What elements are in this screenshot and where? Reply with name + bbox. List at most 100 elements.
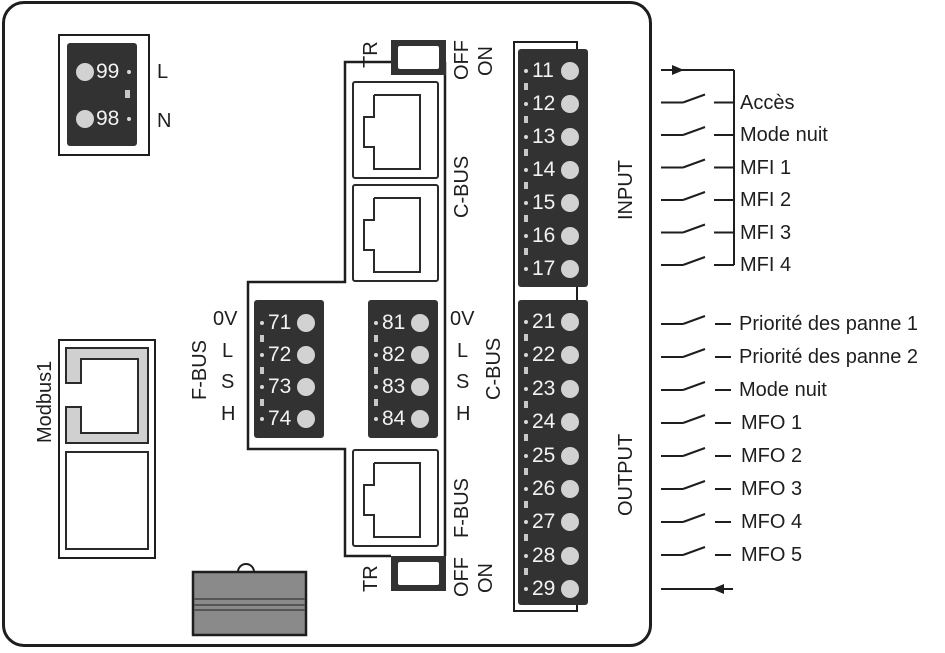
input-terminal-13[interactable]: 13 (518, 122, 588, 156)
input-terminal-17[interactable]: 17 (518, 254, 588, 284)
terminal-dot (524, 453, 528, 458)
power-signal-l: L (157, 61, 169, 83)
terminal-dot (524, 69, 528, 73)
screw-icon (297, 314, 315, 332)
rj45-socket-icon (363, 197, 421, 273)
screw-icon (561, 480, 579, 498)
switch-contact-icon (682, 256, 706, 266)
screw-icon (561, 62, 579, 80)
terminal-dot (260, 321, 264, 325)
input-function-label: MFI 4 (740, 254, 792, 276)
terminal-number: 17 (532, 257, 556, 280)
fbus-terminal-72[interactable]: 72 (254, 340, 324, 374)
cbus-rj45-port-2[interactable] (352, 184, 439, 282)
output-terminal-23[interactable]: 23 (518, 374, 588, 408)
screw-icon (297, 378, 315, 396)
fbus-signal-h: H (221, 403, 236, 425)
power-terminal-block: 99 98 (67, 43, 137, 146)
output-function-label: MFO 2 (741, 445, 803, 467)
cbus-terminal-84[interactable]: 84 (368, 404, 438, 434)
input-function-label: Accès (740, 91, 795, 114)
terminal-number: 28 (532, 543, 556, 567)
screw-icon (561, 413, 579, 432)
terminal-number: 14 (532, 158, 556, 181)
input-function-label: MFI 2 (740, 189, 792, 211)
output-terminal-26[interactable]: 26 (518, 474, 588, 508)
output-terminal-28[interactable]: 28 (518, 541, 588, 575)
switch-contact-icon (682, 546, 706, 556)
power-screw-99-icon (76, 63, 94, 81)
output-terminal-22[interactable]: 22 (518, 340, 588, 375)
screw-icon (561, 379, 579, 398)
switch-contact-icon (682, 191, 706, 201)
terminal-number: 16 (532, 224, 556, 247)
terminal-dot (524, 520, 528, 525)
terminal-link-tab (374, 367, 378, 374)
switch-contact-icon (682, 126, 706, 136)
output-terminal-27[interactable]: 27 (518, 507, 588, 542)
rj45-socket-icon (363, 462, 421, 538)
terminal-dot (260, 417, 264, 421)
terminal-dot (524, 320, 528, 324)
screw-icon (561, 446, 579, 465)
terminal-link-tab (260, 335, 264, 342)
output-terminal-24[interactable]: 24 (518, 407, 588, 442)
output-terminal-21[interactable]: 21 (518, 307, 588, 341)
cbus-terminal-83[interactable]: 83 (368, 372, 438, 406)
terminal-dot (524, 386, 528, 391)
fbus-rj45-port[interactable] (352, 449, 439, 547)
fbus-terminal-73[interactable]: 73 (254, 372, 324, 406)
terminal-link-tab (524, 182, 528, 189)
switch-contact-icon (682, 381, 706, 391)
input-terminal-14[interactable]: 14 (518, 155, 588, 189)
screw-icon (411, 346, 429, 364)
output-function-label: MFO 5 (741, 544, 803, 566)
rj45-socket-icon (65, 358, 139, 434)
output-function-label: Priorité des panne 2 (739, 346, 919, 368)
terminal-number: 21 (532, 310, 556, 333)
terminal-dot (524, 487, 528, 491)
cbus-terminal-81[interactable]: 81 (368, 308, 438, 342)
terminal-dot (374, 417, 378, 421)
cbus-signal-l: L (457, 340, 469, 362)
output-function-label: Mode nuit (739, 379, 827, 401)
cbus-terminal-82[interactable]: 82 (368, 340, 438, 374)
terminal-link-tab (374, 335, 378, 342)
screw-icon (297, 410, 315, 428)
terminal-link-tab (125, 90, 130, 98)
terminal-dot (374, 321, 378, 325)
input-terminal-11[interactable]: 11 (518, 56, 588, 90)
terminal-dot (127, 70, 131, 74)
terminal-dot (374, 353, 378, 357)
battery-holder-icon (191, 563, 308, 637)
input-terminal-16[interactable]: 16 (518, 221, 588, 255)
modbus-rj45-port[interactable] (65, 347, 149, 444)
terminal-link-tab (374, 399, 378, 406)
cbus-rj45-port-1[interactable] (352, 81, 439, 179)
dip-switch-bottom[interactable] (391, 556, 446, 591)
input-function-label: Mode nuit (740, 124, 828, 146)
terminal-dot (524, 553, 528, 558)
output-terminal-25[interactable]: 25 (518, 441, 588, 475)
fbus-terminal-74[interactable]: 74 (254, 404, 324, 434)
dip-switch-top[interactable] (391, 40, 446, 75)
input-arrow-icon (672, 65, 684, 75)
terminal-dot (524, 135, 528, 139)
terminal-number: 15 (532, 191, 556, 214)
terminal-number: 13 (532, 125, 556, 148)
fbus-signal-0v: 0V (213, 308, 238, 330)
output-terminal-29[interactable]: 29 (518, 574, 588, 604)
terminal-link-tab (260, 367, 264, 374)
cbus-signal-h: H (456, 403, 471, 425)
cbus-signal-s: S (456, 371, 470, 393)
switch-contact-icon (682, 480, 706, 490)
fbus-terminal-71[interactable]: 71 (254, 308, 324, 342)
input-terminal-15[interactable]: 15 (518, 188, 588, 222)
terminal-dot (374, 385, 378, 389)
terminal-link-tab (524, 248, 528, 255)
input-terminal-12[interactable]: 12 (518, 89, 588, 123)
terminal-number: 12 (532, 92, 556, 115)
screw-icon (561, 313, 579, 331)
terminal-dot (260, 385, 264, 389)
terminal-link-tab (260, 399, 264, 406)
